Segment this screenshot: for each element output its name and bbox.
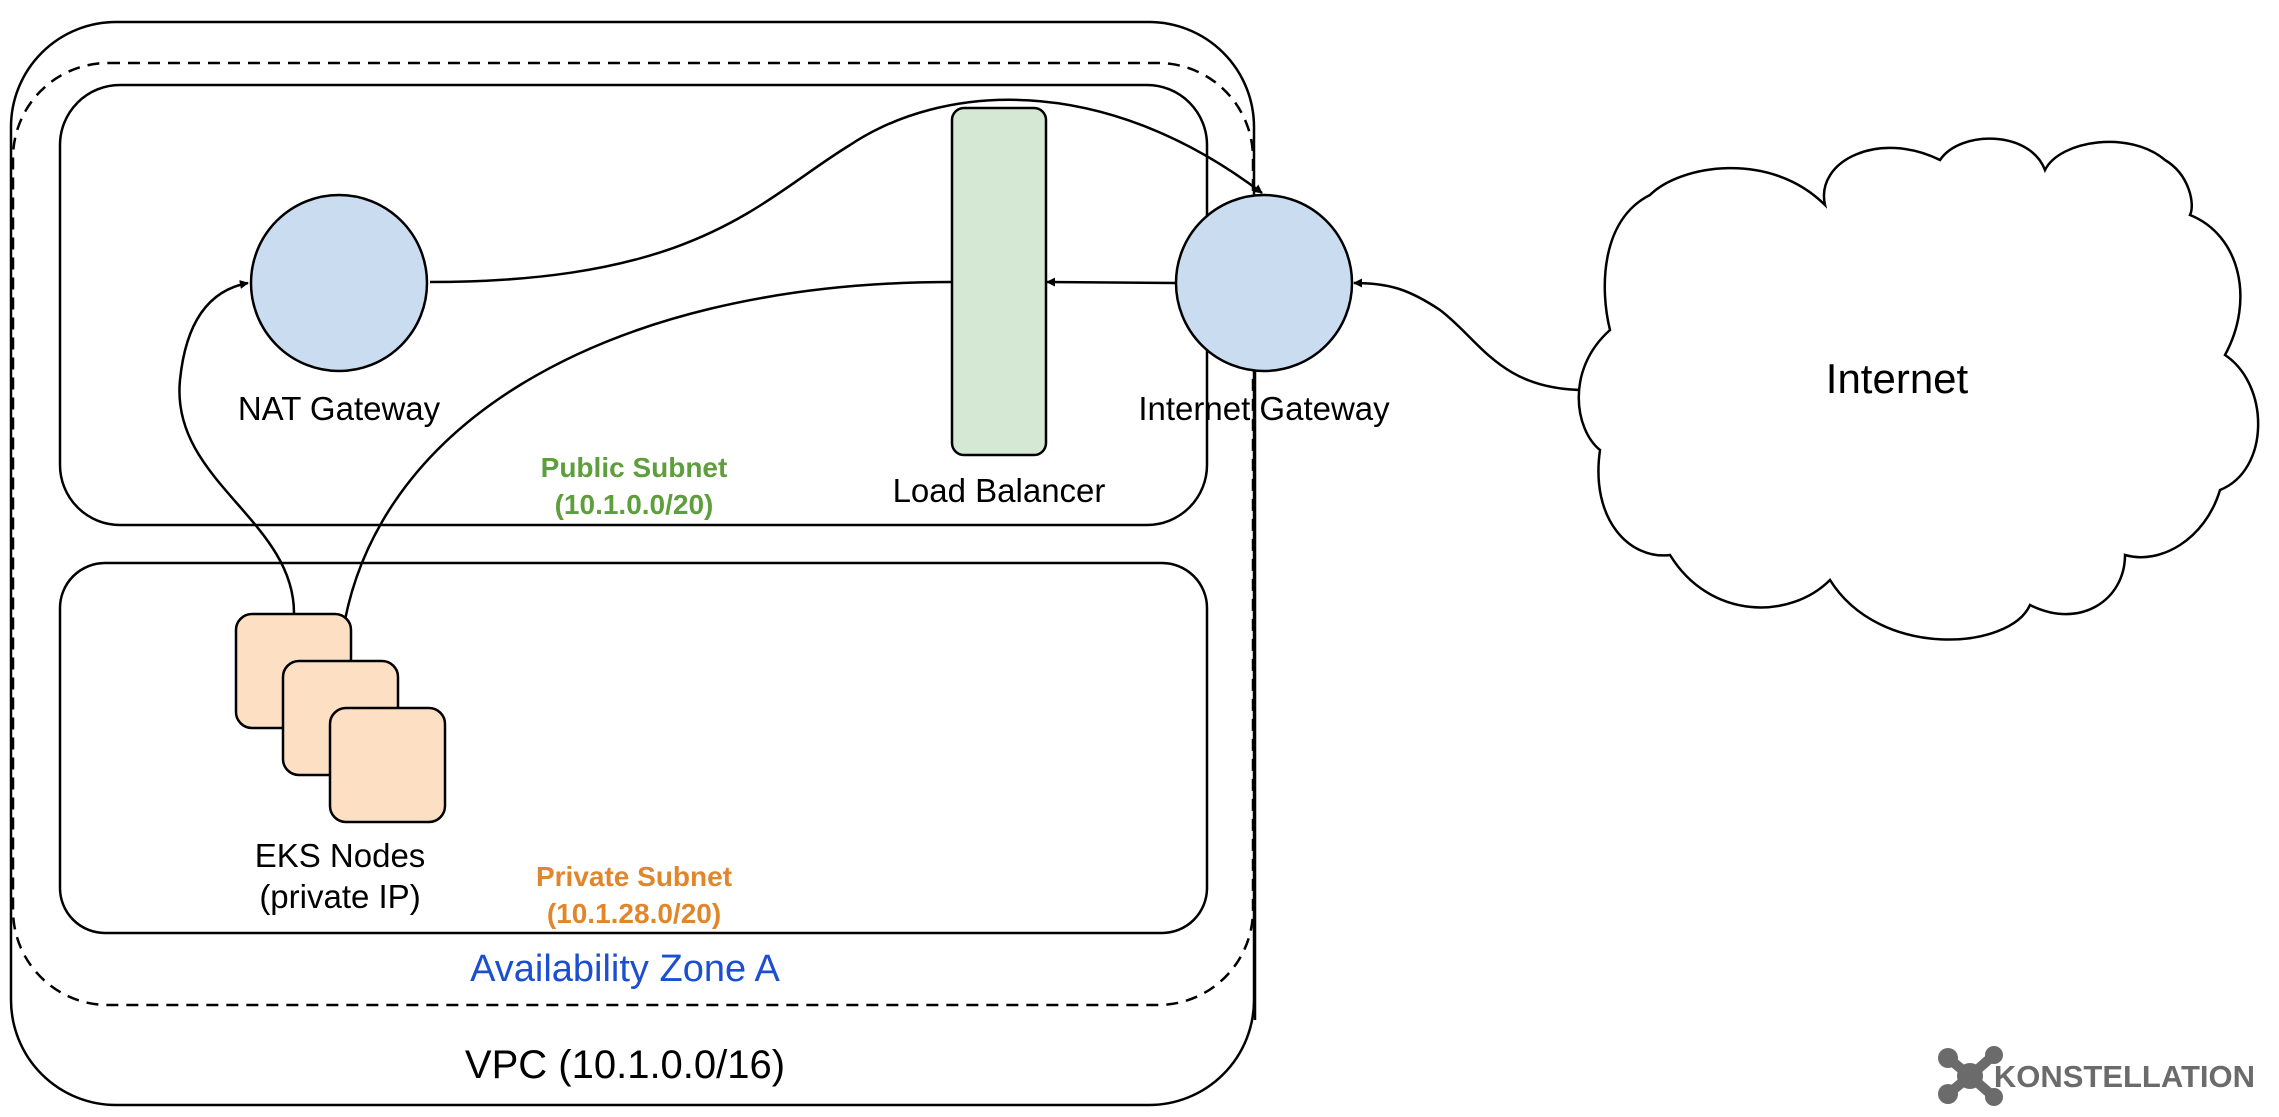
eks-node-3 (328, 706, 447, 824)
edge-load-balancer-to-eks-nodes (336, 280, 953, 656)
edge-internet-gateway-to-load-balancer (1046, 277, 1176, 287)
edge-internet-to-internet-gateway (1353, 278, 1586, 392)
private-subnet-cidr: (10.1.28.0/20) (547, 898, 721, 929)
konstellation-logo-icon (1938, 1046, 2003, 1106)
nat-gateway-label: NAT Gateway (238, 390, 441, 427)
edge-nat-gateway-to-internet-gateway (429, 98, 1263, 284)
availability-zone-boundary (11, 61, 1255, 1007)
brand-name: KONSTELLATION (1994, 1059, 2255, 1094)
edge-eks-nodes-to-nat-gateway (178, 280, 296, 614)
internet-cloud (1577, 137, 2260, 641)
vpc-label: VPC (10.1.0.0/16) (465, 1043, 785, 1087)
internet-gateway-node (1174, 193, 1354, 373)
nat-gateway-node (249, 193, 429, 373)
load-balancer-label: Load Balancer (893, 472, 1106, 509)
eks-nodes-stack (234, 612, 447, 824)
public-subnet-name: Public Subnet (541, 452, 728, 483)
eks-nodes-label-line1: EKS Nodes (255, 837, 426, 874)
internet-gateway-label: Internet Gateway (1138, 390, 1390, 427)
private-subnet-boundary (58, 561, 1209, 935)
private-subnet-name: Private Subnet (536, 861, 732, 892)
availability-zone-label: Availability Zone A (470, 948, 780, 990)
internet-label: Internet (1826, 355, 1969, 402)
public-subnet-cidr: (10.1.0.0/20) (555, 489, 714, 520)
eks-nodes-label-line2: (private IP) (259, 878, 420, 915)
load-balancer-node (950, 106, 1048, 457)
